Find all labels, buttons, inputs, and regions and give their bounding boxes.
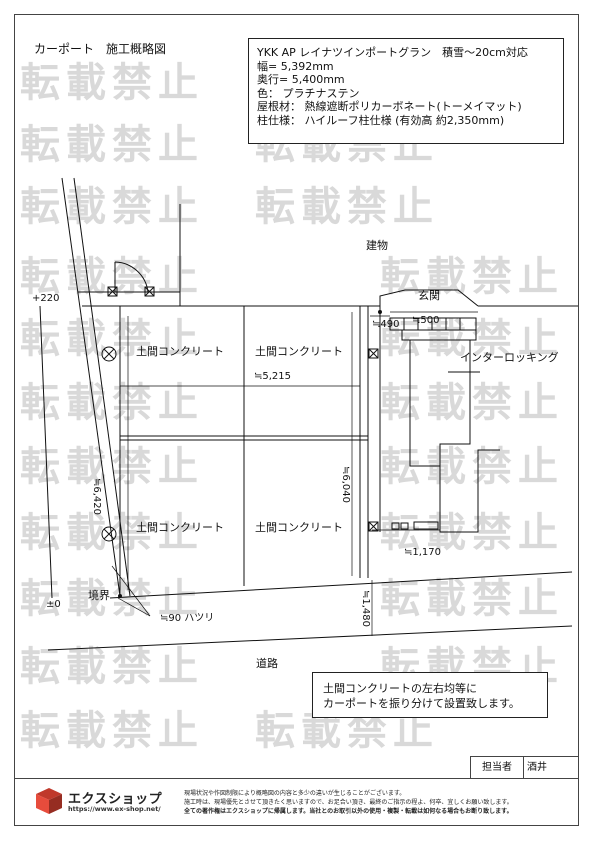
logo-url: https://www.ex-shop.net/ <box>68 805 161 813</box>
spec-color: 色： プラチナステン <box>257 86 360 100</box>
spec-box: YKK AP レイナツインポートグラン 積雪〜20cm対応 幅= 5,392mm… <box>248 38 564 144</box>
hatsuri-leader <box>117 597 151 617</box>
staff-box: 担当者 酒井 <box>470 756 578 778</box>
dim-5215: ≒5,215 <box>254 371 292 382</box>
spec-roof: 屋根材： 熱線遮断ポリカーボネート(トーメイマット) <box>257 100 522 113</box>
footer-divider <box>14 778 579 779</box>
logo-name: エクスショップ <box>68 792 163 807</box>
post-marker <box>107 286 118 297</box>
level-zero-label: ±0 <box>46 599 61 610</box>
lamp-marker <box>400 522 409 530</box>
disclaimer-line: 施工時は、現場優先とさせて頂きたく思いますので、お足合い頂き、最終のご指示の程よ… <box>184 799 513 806</box>
dim-6040: ≒6,040 <box>340 466 351 504</box>
dim-1480: ≒1,480 <box>360 590 371 628</box>
logo-box-icon <box>36 788 62 814</box>
post-marker <box>368 348 379 359</box>
spec-product: YKK AP レイナツインポートグラン 積雪〜20cm対応 <box>257 46 528 59</box>
staff-label: 担当者 <box>471 757 524 778</box>
interlocking-outline <box>439 449 500 533</box>
spec-width: 幅= 5,392mm <box>257 59 334 73</box>
entrance-step <box>401 329 477 341</box>
left-wall-line <box>61 177 121 597</box>
dim-1170: ≒1,170 <box>404 547 442 558</box>
concrete-label: 土間コンクリート <box>136 521 224 534</box>
note-line: カーポートを振り分けて設置致します。 <box>323 697 520 710</box>
staff-name: 酒井 <box>527 762 547 773</box>
spec-pillar: 柱仕様： ハイルーフ柱仕様 (有効高 約2,350mm) <box>257 113 505 127</box>
dim-490: ≒490 <box>372 319 400 330</box>
door-swing <box>114 261 149 293</box>
disclaimer-line: 全ての著作権はエクスショップに帰属します。当社とのお取引以外の使用・複製・転載は… <box>184 808 513 815</box>
lamp-marker <box>413 521 439 530</box>
lamp-marker <box>391 522 400 530</box>
left-wall-line <box>73 177 131 597</box>
boundary-line <box>109 571 573 599</box>
concrete-label: 土間コンクリート <box>255 521 343 534</box>
level-point <box>118 594 122 598</box>
post-marker <box>368 521 379 532</box>
concrete-label: 土間コンクリート <box>136 345 224 358</box>
drawing-frame <box>14 14 579 826</box>
disclaimer: 現場状況や作図制限により概略図の内容と多少の違いが生じることがございます。 施工… <box>184 789 513 816</box>
road-label: 道路 <box>256 657 278 670</box>
note-line: 土間コンクリートの左右均等に <box>323 682 477 695</box>
hatsuri-leader <box>111 565 151 617</box>
interlocking-outline <box>409 340 471 467</box>
boundary-label: 境界 <box>88 589 110 602</box>
hatsuri-label: ≒90 ハツリ <box>160 613 215 624</box>
note-box: 土間コンクリートの左右均等に カーポートを振り分けて設置致します。 <box>312 672 548 718</box>
level-point <box>378 310 382 314</box>
disclaimer-line: 現場状況や作図制限により概略図の内容と多少の違いが生じることがございます。 <box>184 790 406 797</box>
entrance-label: 玄関 <box>418 289 440 302</box>
building-label: 建物 <box>366 239 388 252</box>
drain-icon <box>101 526 117 542</box>
interlocking-label: インターロッキング <box>460 351 559 364</box>
concrete-label: 土間コンクリート <box>255 345 343 358</box>
level-line <box>39 305 53 599</box>
spec-depth: 奥行= 5,400mm <box>257 73 345 86</box>
page-title: カーポート 施工概略図 <box>34 42 167 56</box>
drain-icon <box>101 346 117 362</box>
dim-500: ≒500 <box>412 315 440 326</box>
road-edge <box>47 625 573 651</box>
entrance-outline <box>379 289 479 307</box>
dim-6420: ≒6,420 <box>91 478 102 516</box>
level-plus-label: +220 <box>32 293 60 304</box>
post-marker <box>144 286 155 297</box>
